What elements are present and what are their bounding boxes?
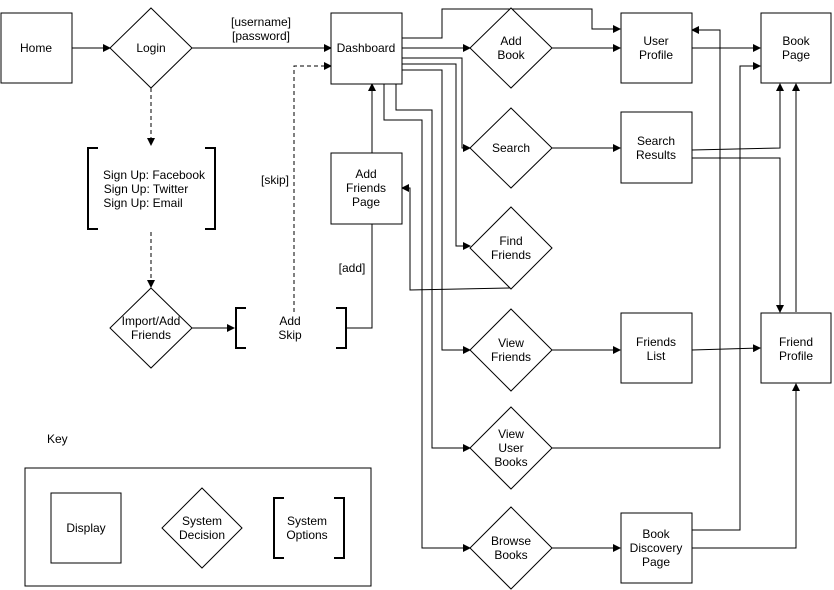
edge-dashboard-viewfriends — [402, 69, 471, 354]
node-search: Search — [469, 107, 553, 189]
signup-twitter: Sign Up: Twitter — [104, 182, 188, 196]
node-book-discovery-page: Book Discovery Page — [620, 512, 693, 584]
connectors — [72, 8, 800, 552]
friends-list-line1: Friends — [636, 335, 676, 349]
browse-books-line1: Browse — [491, 534, 531, 548]
add-skip-line1: Add — [279, 314, 300, 328]
edge-results-bookpage — [691, 83, 784, 151]
search-results-line1: Search — [637, 134, 675, 148]
node-browse-books: Browse Books — [469, 506, 553, 590]
book-discovery-line2: Discovery — [630, 541, 683, 555]
view-friends-line2: Friends — [491, 350, 531, 364]
skip-label: [skip] — [261, 173, 289, 187]
edge-viewuserbooks-userprofile — [552, 26, 721, 449]
node-import-add-friends: Import/Add Friends — [109, 287, 193, 369]
view-user-books-line3: Books — [494, 455, 527, 469]
node-add-book: Add Book — [469, 7, 553, 89]
node-dashboard: Dashboard — [330, 12, 403, 85]
view-user-books-line1: View — [498, 427, 524, 441]
find-friends-line1: Find — [499, 234, 522, 248]
legend-options-line2: Options — [286, 528, 327, 542]
home-label: Home — [20, 41, 52, 55]
browse-books-line2: Books — [494, 548, 527, 562]
edge-add-friendspage — [347, 224, 373, 329]
add-label: [add] — [339, 261, 366, 275]
friends-list-line2: List — [647, 349, 666, 363]
edge-dashboard-findfriends — [402, 63, 471, 250]
legend-decision-line1: System — [182, 514, 222, 528]
edge-results-friendprofile — [692, 157, 784, 313]
node-login: Login — [109, 7, 193, 89]
user-profile-line1: User — [643, 34, 668, 48]
edge-dashboard-browsebooks — [383, 84, 471, 552]
find-friends-line2: Friends — [491, 248, 531, 262]
node-find-friends: Find Friends — [469, 206, 553, 290]
friend-profile-line1: Friend — [779, 335, 813, 349]
view-user-books-line2: User — [498, 441, 523, 455]
edge-discovery-friendprofile — [692, 383, 800, 549]
edge-discovery-bookpage — [692, 62, 761, 531]
legend-system-options: System Options — [273, 497, 345, 559]
edge-dashboard-userprofile — [402, 8, 621, 39]
add-friends-page-line2: Friends — [346, 181, 386, 195]
legend-title: Key — [47, 432, 68, 446]
search-label: Search — [492, 141, 530, 155]
legend-display: Display — [50, 492, 122, 564]
user-profile-line2: Profile — [639, 48, 673, 62]
node-view-friends: View Friends — [469, 308, 553, 392]
legend-display-label: Display — [66, 521, 105, 535]
legend-system-decision: System Decision — [161, 487, 243, 569]
legend-options-line1: System — [287, 514, 327, 528]
add-skip-line2: Skip — [278, 328, 302, 342]
node-view-user-books: View User Books — [469, 406, 553, 490]
node-friend-profile: Friend Profile — [760, 312, 832, 384]
book-page-line1: Book — [782, 34, 810, 48]
legend: Key Display System Decision System Optio… — [24, 432, 372, 587]
edge-skip-dashboard — [293, 62, 332, 312]
edge-labels: [username] [password] [skip] [add] — [231, 15, 365, 275]
book-discovery-line3: Page — [642, 555, 670, 569]
node-search-results: Search Results — [620, 111, 693, 184]
signup-email: Sign Up: Email — [103, 196, 182, 210]
add-friends-page-line1: Add — [355, 167, 376, 181]
node-user-profile: User Profile — [620, 12, 693, 84]
add-friends-page-line3: Page — [352, 195, 380, 209]
book-discovery-line1: Book — [642, 527, 670, 541]
import-add-friends-line2: Friends — [131, 328, 171, 342]
node-add-friends-page: Add Friends Page — [330, 152, 403, 225]
edge-findfriends-friendspage — [401, 184, 511, 291]
add-book-line2: Book — [497, 48, 525, 62]
book-page-line2: Page — [782, 48, 810, 62]
import-add-friends-line1: Import/Add — [122, 314, 181, 328]
dashboard-label: Dashboard — [337, 41, 396, 55]
signup-facebook: Sign Up: Facebook — [103, 168, 206, 182]
node-book-page: Book Page — [760, 12, 832, 84]
search-results-line2: Results — [636, 148, 676, 162]
edge-dashboard-search — [402, 57, 471, 152]
add-book-line1: Add — [500, 34, 521, 48]
login-label: Login — [136, 41, 165, 55]
credentials-label-line2: [password] — [232, 29, 290, 43]
node-friends-list: Friends List — [620, 312, 693, 384]
node-signup-options: Sign Up: Facebook Sign Up: Twitter Sign … — [87, 147, 216, 230]
edge-dashboard-viewuserbooks — [395, 84, 471, 452]
legend-decision-line2: Decision — [179, 528, 225, 542]
node-home: Home — [0, 12, 73, 84]
edge-list-friendprofile — [691, 344, 761, 353]
node-add-skip-options: Add Skip — [235, 307, 347, 349]
view-friends-line1: View — [498, 336, 524, 350]
credentials-label-line1: [username] — [231, 15, 291, 29]
friend-profile-line2: Profile — [779, 349, 813, 363]
